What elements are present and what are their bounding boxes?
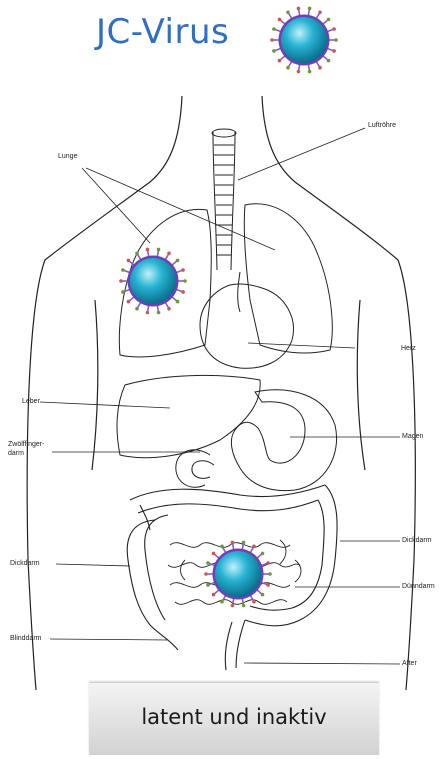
stomach xyxy=(231,390,336,491)
page-title: JC-Virus xyxy=(96,12,229,52)
label-herz: Herz xyxy=(401,345,416,353)
liver xyxy=(117,375,260,457)
status-box: latent und inaktiv xyxy=(89,682,379,755)
label-zwoelffinger-2: darm xyxy=(8,450,24,458)
label-after: After xyxy=(402,660,417,668)
label-magen: Magen xyxy=(402,433,423,441)
trachea xyxy=(212,129,236,270)
label-zwoelffinger-1: Zwölffinger- xyxy=(8,441,44,449)
label-duenndarm: Dünndarm xyxy=(402,583,435,591)
heart xyxy=(200,272,293,368)
duodenum xyxy=(176,450,214,487)
status-text: latent und inaktiv xyxy=(89,705,379,729)
label-dickdarm-left: Dickdarm xyxy=(10,560,40,568)
label-luftroehre: Luftröhre xyxy=(368,122,396,130)
virus-icon-title xyxy=(270,7,338,74)
label-lunge: Lunge xyxy=(58,153,77,161)
virus-icon-intestine xyxy=(204,541,272,608)
virus-icon-lung xyxy=(119,248,187,315)
label-leber: Leber xyxy=(22,398,40,406)
label-dickdarm-right: Dickdarm xyxy=(402,537,432,545)
label-blinddarm: Blinddarm xyxy=(10,635,42,643)
